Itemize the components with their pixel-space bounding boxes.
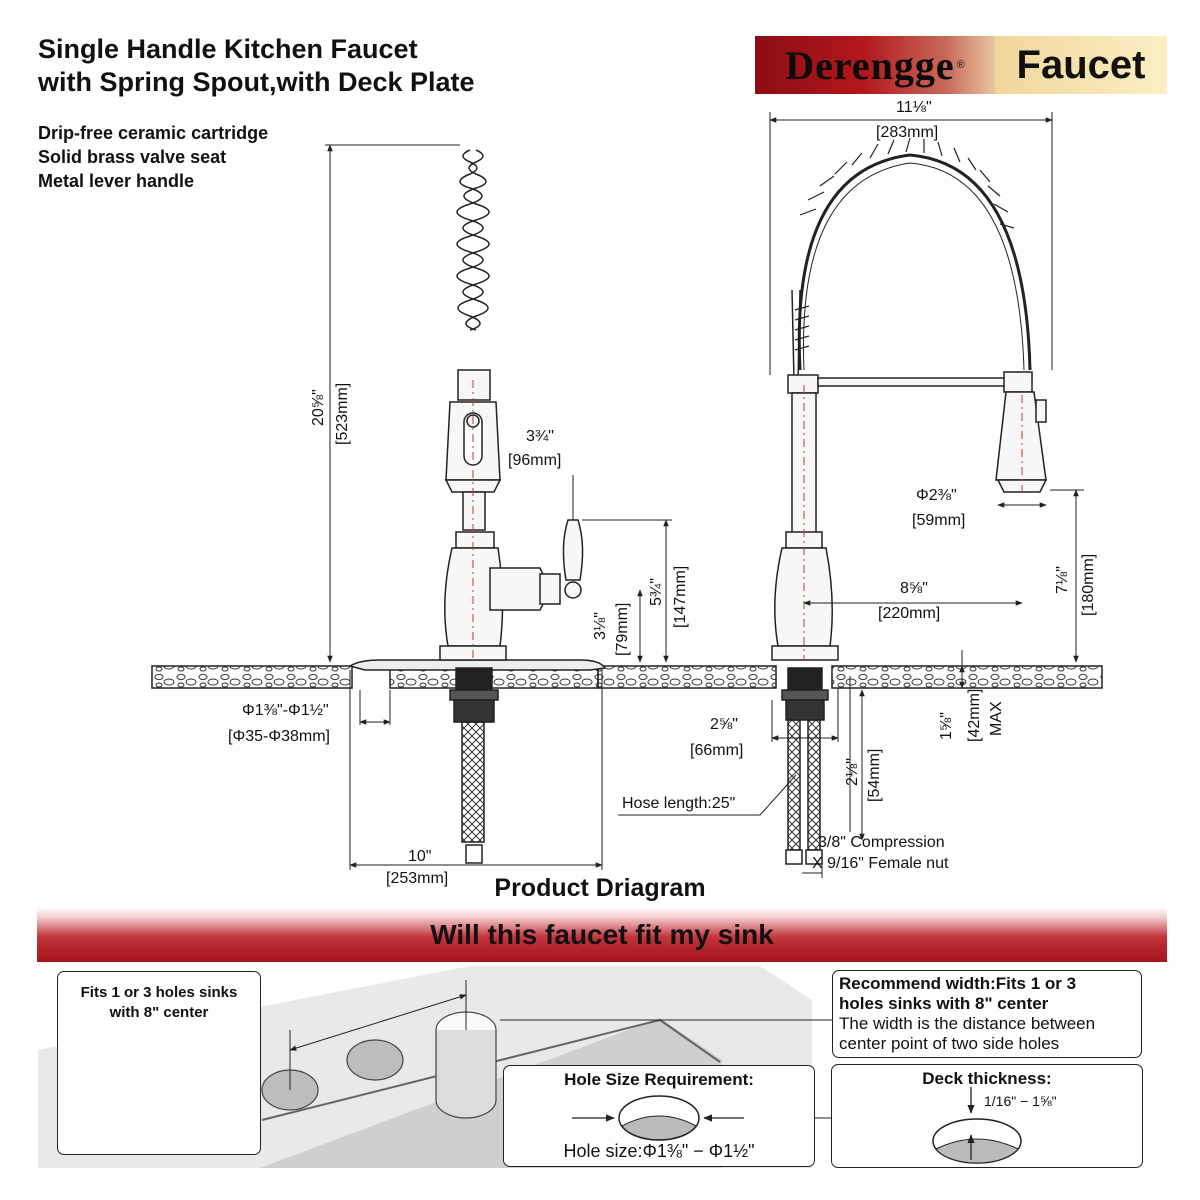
lever-height-label: 3⅛" <box>592 612 609 640</box>
brand-name-panel: Derengge ® <box>755 36 995 94</box>
fit-info-box: Fits 1 or 3 holes sinks with 8" center <box>57 971 261 1155</box>
recommend-line-2: holes sinks with 8" center <box>839 994 1049 1013</box>
handle-height-label: 5¾" <box>648 578 665 606</box>
faucet-front-view <box>439 149 584 661</box>
side-shank <box>781 667 829 865</box>
banner-text: Will this faucet fit my sink <box>430 918 774 950</box>
brand-logo: Derengge ® Faucet <box>755 36 1167 94</box>
shank-width-mm: [66mm] <box>690 742 744 759</box>
hole-range-mm: [Φ35-Φ38mm] <box>228 728 330 745</box>
deck-thickness-box: Deck thickness: 1/16" − 1⅝" <box>831 1064 1143 1168</box>
total-height-label: 20⅝" <box>310 389 327 426</box>
hole-size-heading: Hole Size Requirement: <box>564 1070 754 1089</box>
sprayer-diameter-label: Φ2⅜" <box>916 487 957 504</box>
deck-max-word: MAX <box>988 701 1005 736</box>
feature-item: Solid brass valve seat <box>38 147 227 167</box>
spout-clearance-mm: [180mm] <box>1080 553 1097 616</box>
deck-max-label: 1⅝" <box>938 712 955 740</box>
plate-width-mm: [253mm] <box>386 870 449 887</box>
hole-size-icon <box>572 1095 744 1141</box>
deck-range: 1/16" − 1⅝" <box>984 1093 1057 1109</box>
plate-width-label: 10" <box>408 848 432 865</box>
feature-item: Drip-free ceramic cartridge <box>38 123 269 143</box>
fit-line-1: Fits 1 or 3 holes sinks <box>80 984 238 1001</box>
countertop <box>151 665 1103 689</box>
front-shank <box>449 667 499 864</box>
sprayer-diameter-mm: [59mm] <box>912 512 966 529</box>
feature-list: Drip-free ceramic cartridge Solid brass … <box>38 121 268 193</box>
handle-reach-label: 3¾" <box>526 428 554 445</box>
fit-banner: Will this faucet fit my sink <box>37 907 1167 962</box>
compression-line-1: 3/8" Compression <box>818 834 945 851</box>
shank-length-mm: [54mm] <box>866 748 883 802</box>
deck-heading: Deck thickness: <box>922 1069 1052 1088</box>
spout-reach-label: 8⅝" <box>900 580 928 597</box>
recommend-line-3: The width is the distance between <box>839 1014 1096 1033</box>
recommend-box: Recommend width:Fits 1 or 3 holes sinks … <box>832 970 1142 1058</box>
feature-item: Metal lever handle <box>38 171 195 191</box>
title-line-2: with Spring Spout,with Deck Plate <box>38 67 475 97</box>
compression-line-2: X 9/16" Female nut <box>812 855 949 872</box>
handle-height-mm: [147mm] <box>672 565 689 628</box>
total-height-mm: [523mm] <box>334 382 351 445</box>
brand-name: Derengge <box>785 42 955 88</box>
hole-size-box: Hole Size Requirement: Hole size:Φ1⅜" − … <box>503 1065 815 1167</box>
spout-clearance-label: 7⅛" <box>1054 566 1071 594</box>
section-title: Product Driagram <box>494 874 706 902</box>
fit-line-2: with 8" center <box>109 1004 209 1021</box>
overall-width-mm: [283mm] <box>876 124 939 141</box>
shank-width-label: 2⅝" <box>710 716 738 733</box>
spout-reach-mm: [220mm] <box>878 605 941 622</box>
title-line-1: Single Handle Kitchen Faucet <box>38 34 418 64</box>
hole-size-text: Hole size:Φ1⅜" − Φ1½" <box>563 1141 755 1161</box>
recommend-line-4: center point of two side holes <box>839 1034 1060 1053</box>
deck-plate <box>348 659 607 671</box>
lever-height-mm: [79mm] <box>614 602 631 656</box>
brand-product: Faucet <box>1016 42 1146 87</box>
overall-width-label: 11⅛" <box>896 99 932 116</box>
brand-product-panel: Faucet <box>995 36 1167 94</box>
shank-length-label: 2⅛" <box>844 758 861 786</box>
hose-length-label: Hose length:25" <box>622 795 736 812</box>
handle-reach-mm: [96mm] <box>508 452 562 469</box>
registered-mark: ® <box>956 59 965 71</box>
deck-thickness-icon <box>932 1087 1022 1164</box>
product-title: Single Handle Kitchen Faucet with Spring… <box>38 33 475 99</box>
deck-max-mm: [42mm] <box>966 688 983 742</box>
recommend-line-1: Recommend width:Fits 1 or 3 <box>839 974 1077 993</box>
hole-range-label: Φ1⅜"-Φ1½" <box>242 702 329 719</box>
dimension-lines <box>325 112 1084 878</box>
